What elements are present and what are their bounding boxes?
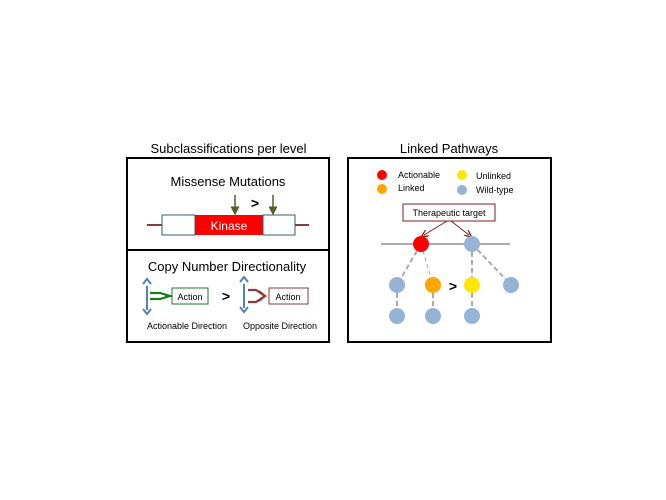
actionable-direction-glyph: Action bbox=[142, 277, 209, 316]
therapeutic-target-label: Therapeutic target bbox=[412, 208, 486, 218]
down-arrowhead-icon bbox=[142, 308, 152, 316]
kinase-domain bbox=[195, 215, 263, 235]
opposite-connector bbox=[248, 288, 267, 304]
pathway-comparator: > bbox=[449, 278, 457, 294]
legend-actionable-dot bbox=[377, 170, 387, 180]
action-box-opposite-label: Action bbox=[275, 292, 300, 302]
up-arrowhead-icon bbox=[142, 277, 152, 285]
edge bbox=[471, 243, 512, 286]
node-wildtype bbox=[464, 308, 480, 324]
copy-number-comparator: > bbox=[222, 288, 230, 304]
legend-wildtype-label: Wild-type bbox=[476, 185, 514, 195]
node-wildtype bbox=[503, 277, 519, 293]
legend-unlinked-label: Unlinked bbox=[476, 171, 511, 181]
copy-number-heading: Copy Number Directionality bbox=[148, 259, 307, 274]
left-panel-title: Subclassifications per level bbox=[150, 141, 307, 156]
actionable-direction-caption: Actionable Direction bbox=[147, 321, 227, 331]
target-arrow-right bbox=[450, 220, 469, 235]
opposite-direction-glyph: Action bbox=[239, 275, 309, 314]
therapeutic-target-box bbox=[402, 203, 496, 222]
legend: Actionable Unlinked Linked Wild-type bbox=[377, 170, 514, 195]
protein-domain-right bbox=[262, 214, 296, 236]
down-arrowhead-icon bbox=[239, 306, 249, 314]
legend-actionable-label: Actionable bbox=[398, 170, 440, 180]
missense-comparator: > bbox=[251, 195, 259, 211]
action-box-actionable-label: Action bbox=[177, 292, 202, 302]
node-unlinked bbox=[464, 277, 480, 293]
opposite-direction-caption: Opposite Direction bbox=[243, 321, 317, 331]
legend-wildtype-dot bbox=[457, 185, 467, 195]
legend-linked-label: Linked bbox=[398, 183, 425, 193]
node-wildtype bbox=[425, 308, 441, 324]
action-box-opposite bbox=[268, 287, 309, 305]
legend-unlinked-dot bbox=[457, 170, 467, 180]
protein-domain-left bbox=[161, 214, 196, 236]
up-arrowhead-icon bbox=[239, 275, 249, 283]
legend-linked-dot bbox=[377, 184, 387, 194]
right-panel-title: Linked Pathways bbox=[399, 141, 499, 156]
missense-heading: Missense Mutations bbox=[171, 174, 286, 189]
opposite-chevron bbox=[258, 290, 267, 302]
node-actionable bbox=[413, 236, 429, 252]
node-wildtype bbox=[389, 277, 405, 293]
node-wildtype bbox=[389, 308, 405, 324]
node-linked bbox=[425, 277, 441, 293]
action-box-actionable bbox=[171, 287, 209, 305]
kinase-label: Kinase bbox=[211, 219, 248, 233]
node-wildtype bbox=[464, 236, 480, 252]
target-arrow-left bbox=[424, 220, 448, 235]
